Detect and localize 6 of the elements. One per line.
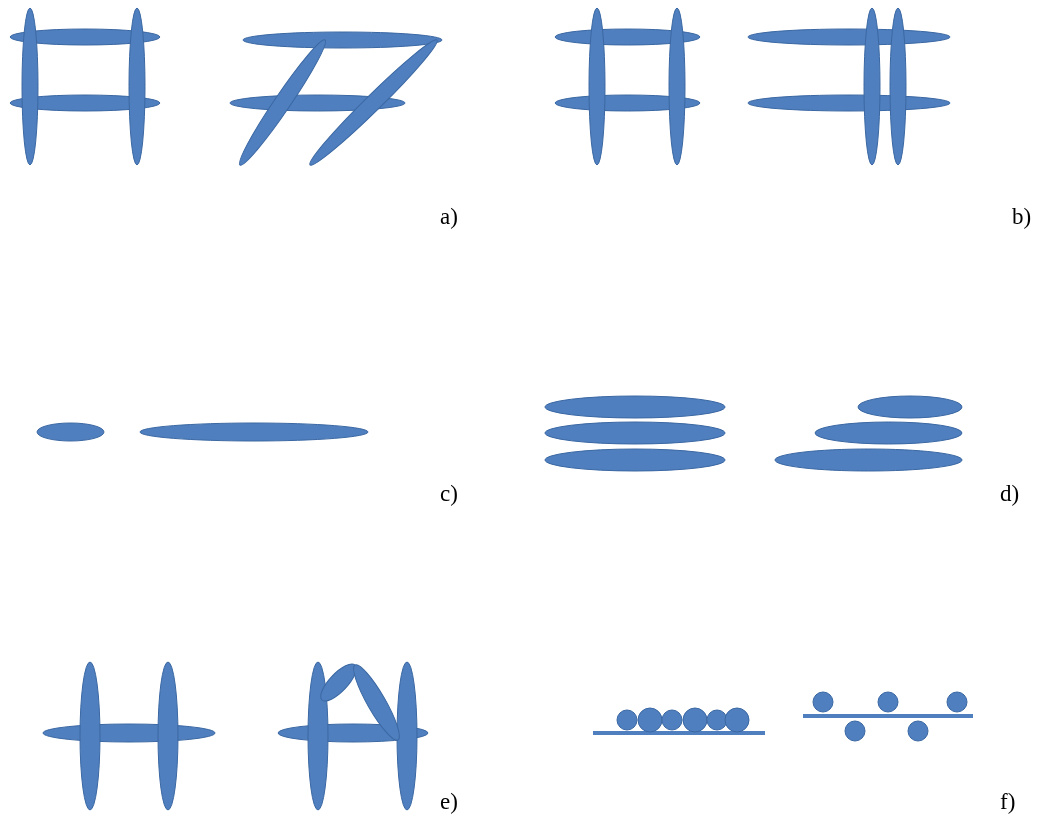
panel-label: a) [440, 205, 458, 228]
panel-label: c) [440, 482, 458, 505]
panel-label: e) [440, 790, 458, 813]
panel-label: d) [1000, 482, 1020, 505]
panel-label: b) [1012, 205, 1032, 228]
panel-label: f) [1000, 790, 1016, 813]
